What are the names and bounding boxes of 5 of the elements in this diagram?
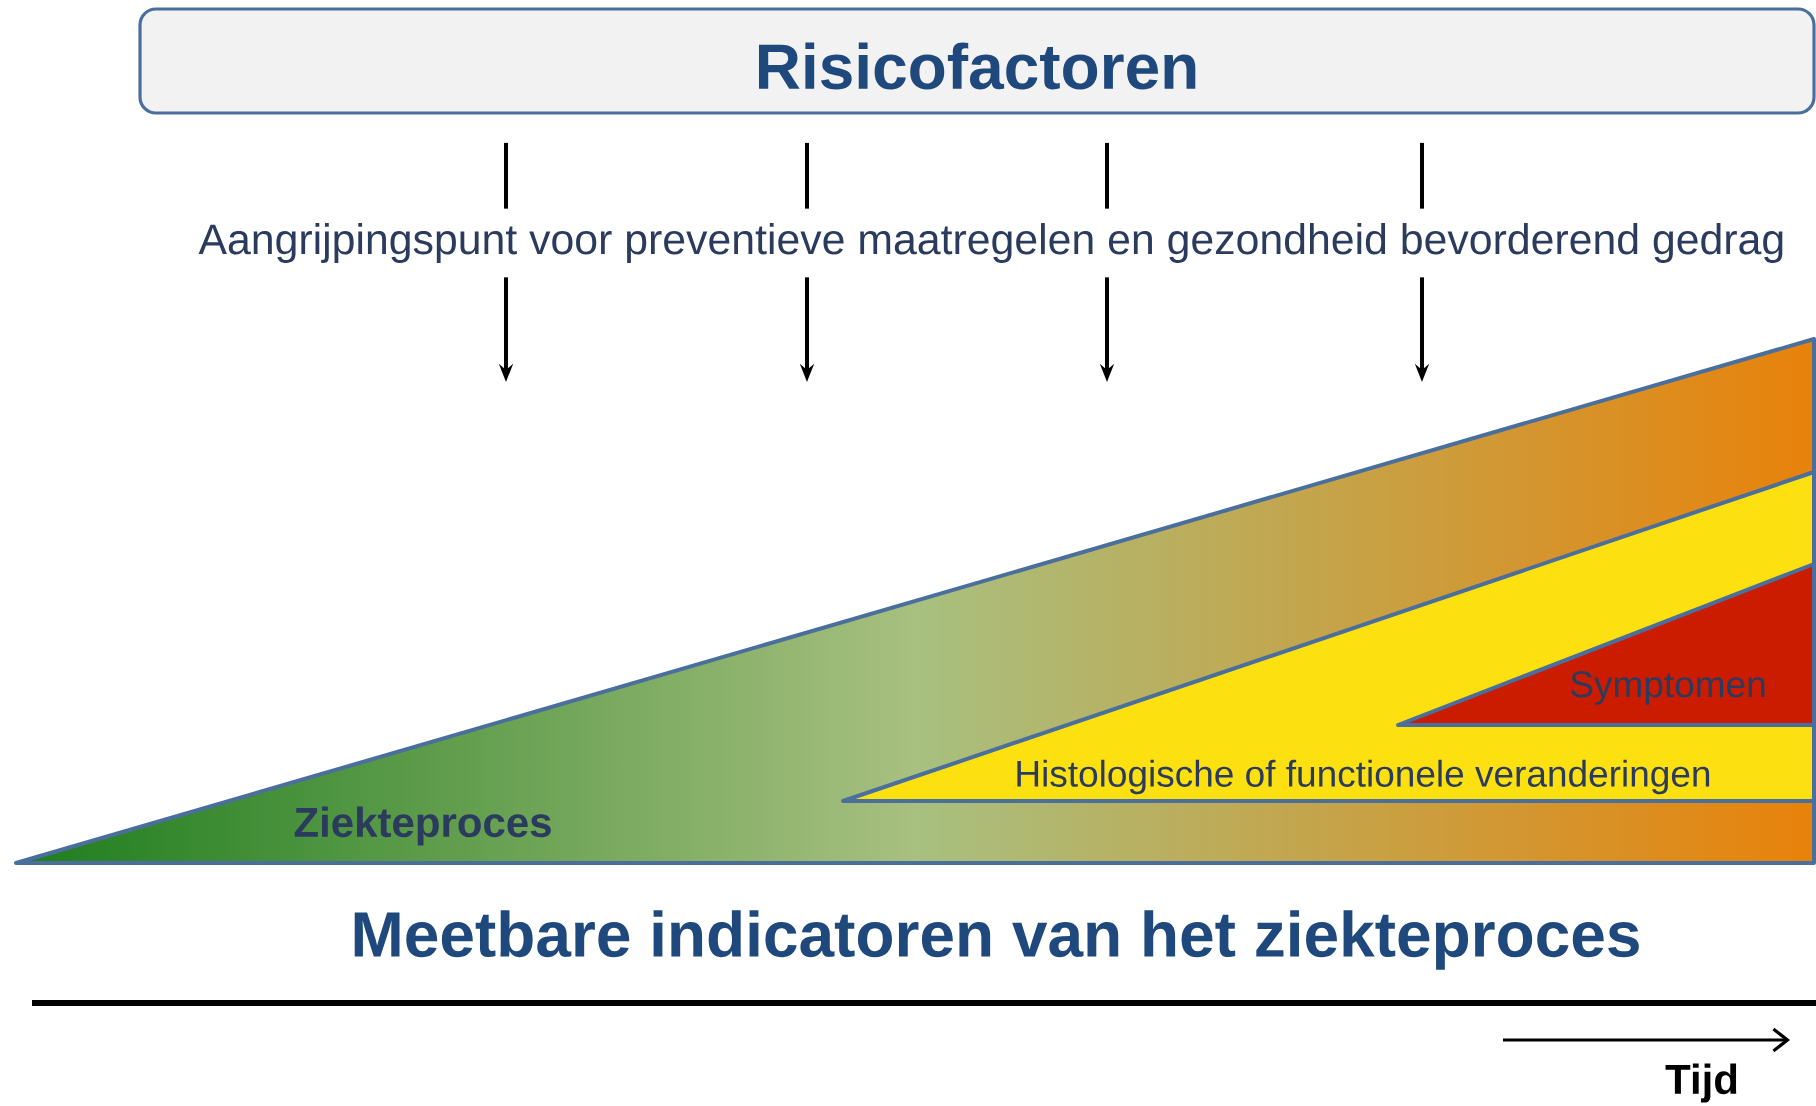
axis-label: Tijd bbox=[1665, 1063, 1737, 1103]
prevention-text: Aangrijpingspunt voor preventieve maatregelen en gezondheid bevorderend gedrag bbox=[198, 223, 1783, 263]
header-box: Risicofactoren bbox=[138, 7, 1816, 115]
heading-text: Meetbare indicatoren van het ziekteproces bbox=[354, 910, 1639, 970]
symptom-triangle: Symptomen bbox=[1396, 562, 1816, 727]
